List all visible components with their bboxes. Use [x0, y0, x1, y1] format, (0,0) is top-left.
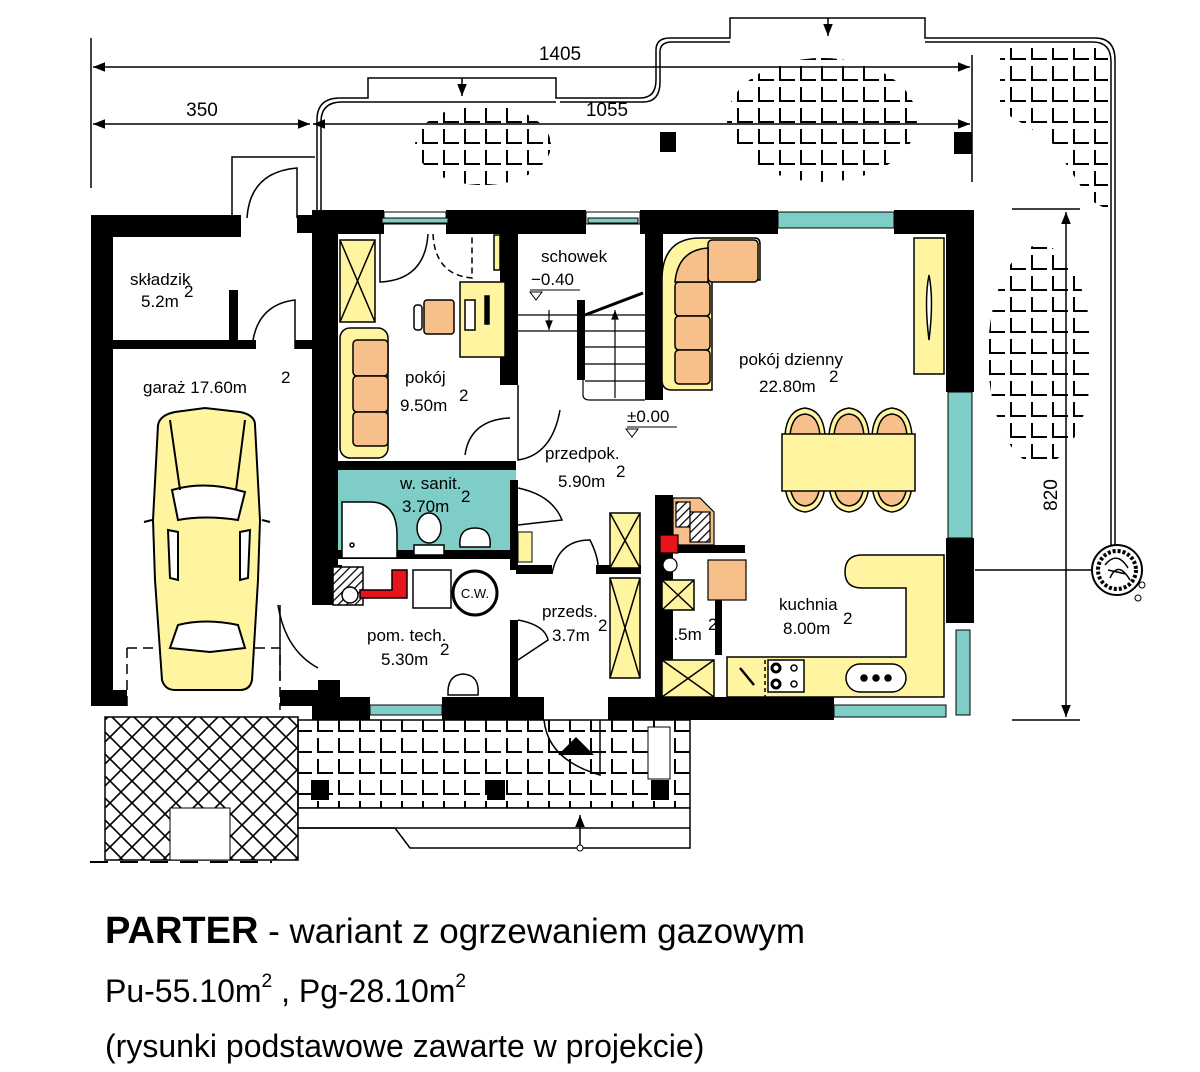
level-label-storage: −0.40 [531, 270, 574, 289]
usable-area: Pu-55.10m [105, 973, 262, 1009]
room-area: 8.00m [783, 619, 830, 638]
fireplace-icon [659, 497, 747, 601]
corner-sofa-icon [661, 237, 761, 391]
pillar [487, 780, 505, 800]
car-icon [143, 406, 271, 691]
room-name: kuchnia [779, 595, 838, 614]
svg-text:2: 2 [616, 462, 625, 481]
floor-plan-drawing: 1405 350 1055 820 [90, 17, 1146, 863]
driveway-drain [169, 807, 231, 861]
level-marker-icon [529, 291, 543, 301]
pillar [311, 780, 329, 800]
plan-areas: Pu-55.10m2 , Pg-28.10m2 [105, 971, 467, 1009]
washbasin-icon [447, 673, 479, 696]
entrance-marker-icon [558, 737, 594, 755]
pillar [660, 132, 676, 152]
plan-subtitle: - wariant z ogrzewaniem gazowym [258, 912, 806, 951]
room-name: przeds. [542, 602, 598, 621]
room-name: pom. tech. [367, 626, 446, 645]
svg-text:2: 2 [459, 386, 468, 405]
room-name: w. sanit. [399, 474, 461, 493]
shed-entry [231, 156, 315, 219]
room-area: 9.50m [400, 396, 447, 415]
room-area: 5.30m [381, 650, 428, 669]
sofa-icon [339, 327, 389, 459]
svg-text:2: 2 [184, 282, 193, 301]
room-area: 3.7m [552, 626, 590, 645]
built-in-wardrobe-icon [609, 512, 715, 698]
radiator-icon [517, 531, 533, 563]
svg-text:2: 2 [829, 367, 838, 386]
plan-title: PARTER - wariant z ogrzewaniem gazowym [105, 910, 805, 953]
desk-icon [459, 234, 506, 358]
room-area: 5.2m [141, 292, 179, 311]
dimension-garage-width: 350 [186, 100, 218, 121]
pillar [954, 132, 972, 154]
walls [91, 210, 974, 720]
kitchen-counter [726, 554, 945, 698]
toilet-icon [413, 512, 445, 556]
stove-icon [767, 659, 805, 693]
room-area: 3.70m [402, 497, 449, 516]
plant-pot-icon [1091, 544, 1146, 602]
tv-cabinet-icon [913, 237, 945, 375]
boiler-icon [332, 566, 452, 609]
svg-text:2: 2 [440, 640, 449, 659]
terrace-paving [415, 48, 1108, 465]
garage-area: Pg-28.10m [289, 973, 456, 1009]
planter-icon [647, 726, 671, 780]
room-name: schowek [541, 247, 608, 266]
dimension-total-width: 1405 [539, 44, 581, 65]
room-area: 22.80m [759, 377, 816, 396]
office-chair-icon [413, 299, 455, 335]
dining-table-icon [781, 407, 916, 513]
level-marker-icon [625, 428, 639, 438]
svg-text:C.W.: C.W. [461, 586, 489, 601]
dimension-depth: 820 [1041, 479, 1062, 511]
sink-icon [845, 663, 907, 693]
windows [369, 211, 973, 718]
shower-icon [341, 501, 398, 559]
room-name: pokój dzienny [739, 350, 843, 369]
svg-text:2: 2 [598, 616, 607, 635]
svg-text:2: 2 [281, 368, 290, 387]
room-area: 1.5m [664, 625, 702, 644]
room-name: składzik [130, 270, 191, 289]
pillar [651, 780, 669, 800]
room-name: przedpok. [545, 444, 620, 463]
washbasin-icon [459, 527, 491, 548]
wardrobe-icon [339, 239, 376, 323]
level-label-ground: ±0.00 [627, 407, 669, 426]
room-area: 5.90m [558, 472, 605, 491]
svg-text:2: 2 [708, 615, 717, 634]
dimension-house-width: 1055 [586, 100, 628, 121]
svg-text:2: 2 [843, 609, 852, 628]
plan-title-bold: PARTER [105, 910, 259, 952]
staircase [518, 291, 645, 401]
svg-text:2: 2 [461, 487, 470, 506]
terrace-outline [316, 17, 1116, 571]
water-heater-icon: C.W. [451, 569, 499, 617]
plan-note: (rysunki podstawowe zawarte w projekcie) [105, 1028, 705, 1064]
room-labels: składzik 5.2m 2 garaż 17.60m 2 pokój 9.5… [130, 247, 852, 669]
room-name: garaż 17.60m [143, 378, 247, 397]
room-name: pokój [405, 368, 446, 387]
